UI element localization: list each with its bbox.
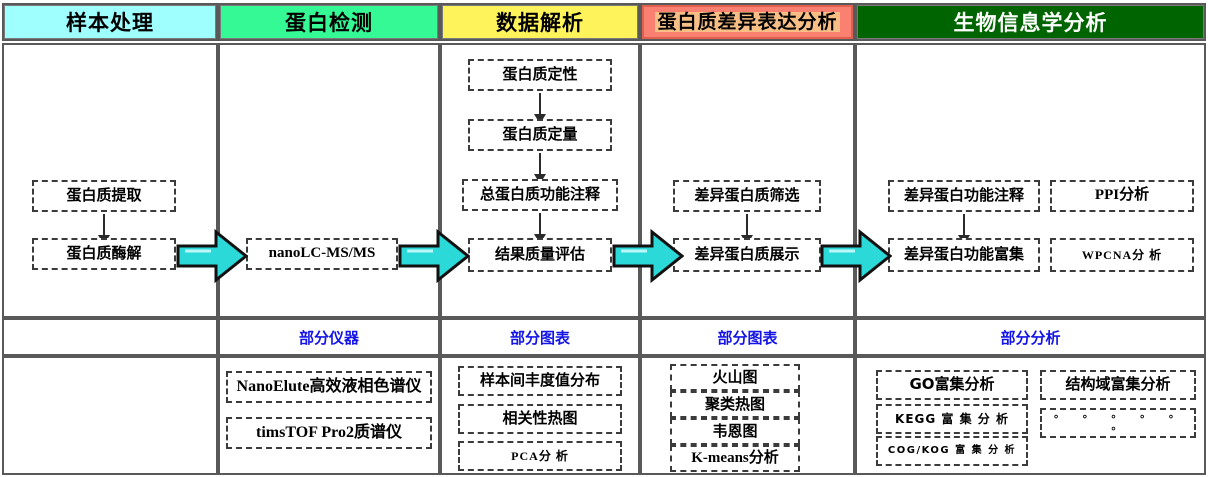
arrow-down-col3-1 <box>534 93 546 124</box>
node-protein-digestion[interactable]: 蛋白质酶解 <box>32 238 176 270</box>
arrow-down-col4-1 <box>741 214 753 245</box>
section-label-charts-data: 部分图表 <box>509 328 570 347</box>
bottom-item-correlation-heatmap[interactable]: 相关性热图 <box>458 404 622 434</box>
bottom-item-volcano-plot[interactable]: 火山图 <box>670 364 800 391</box>
block-arrow-2 <box>398 228 470 284</box>
column-frame-2-body <box>218 43 440 318</box>
column-frame-3-label <box>440 318 640 356</box>
arrow-down-col3-3 <box>534 213 546 244</box>
block-arrow-4 <box>820 228 892 284</box>
bottom-item-venn-diagram[interactable]: 韦恩图 <box>670 418 800 445</box>
node-ppi-analysis[interactable]: PPI分析 <box>1050 180 1194 212</box>
node-diff-protein-screening[interactable]: 差异蛋白质筛选 <box>673 180 821 212</box>
block-arrow-3 <box>612 228 684 284</box>
arrow-down-col3-2 <box>534 153 546 184</box>
header-bioinformatics: 生物信息学分析 <box>857 5 1204 39</box>
bottom-item-cluster-heatmap[interactable]: 聚类热图 <box>670 391 800 418</box>
header-protein-detection: 蛋白检测 <box>220 5 438 39</box>
bottom-item-kegg-enrichment[interactable]: KEGG 富 集 分 析 <box>876 404 1028 434</box>
block-arrow-1 <box>176 228 248 284</box>
header-label: 生物信息学分析 <box>953 11 1108 35</box>
header-label: 蛋白质差异表达分析 <box>655 10 840 33</box>
node-protein-qualitative[interactable]: 蛋白质定性 <box>468 59 612 91</box>
bottom-item-nanoelute[interactable]: NanoElute高效液相色谱仪 <box>226 371 432 403</box>
node-protein-quantitative[interactable]: 蛋白质定量 <box>468 119 612 151</box>
node-wpcna-analysis[interactable]: WPCNA分 析 <box>1050 238 1194 272</box>
header-sample-processing: 样本处理 <box>4 5 216 39</box>
header-data-analysis: 数据解析 <box>442 5 638 39</box>
bottom-item-go-enrichment[interactable]: GO富集分析 <box>876 370 1028 400</box>
node-diff-protein-display[interactable]: 差异蛋白质展示 <box>673 238 821 272</box>
bottom-item-cog-kog-enrichment[interactable]: COG/KOG 富 集 分 析 <box>876 436 1028 466</box>
header-label: 数据解析 <box>496 11 584 35</box>
column-frame-5-label <box>855 318 1206 356</box>
node-diff-protein-function-enrichment[interactable]: 差异蛋白功能富集 <box>888 238 1040 272</box>
column-frame-1-bottom <box>2 356 218 475</box>
column-frame-2-label <box>218 318 440 356</box>
bottom-item-more-dots: ∘ ∘ ∘ ∘ ∘ ∘ <box>1040 408 1196 438</box>
bottom-item-timstof[interactable]: timsTOF Pro2质谱仪 <box>226 417 432 449</box>
column-frame-1-label <box>2 318 218 356</box>
bottom-item-domain-enrichment[interactable]: 结构域富集分析 <box>1040 370 1196 400</box>
section-label-charts-diff: 部分图表 <box>717 328 778 347</box>
section-label-analyses: 部分分析 <box>1000 328 1061 347</box>
node-diff-protein-function-annotation[interactable]: 差异蛋白功能注释 <box>888 180 1040 212</box>
arrow-down-col5-1 <box>958 214 970 245</box>
node-protein-extraction[interactable]: 蛋白质提取 <box>32 180 176 212</box>
column-frame-4-label <box>640 318 855 356</box>
section-label-instruments: 部分仪器 <box>298 328 359 347</box>
arrow-down-col1-1 <box>98 214 110 245</box>
header-diff-expression: 蛋白质差异表达分析 <box>642 5 853 39</box>
node-result-quality-assessment[interactable]: 结果质量评估 <box>468 238 612 272</box>
bottom-item-pca-analysis[interactable]: PCA分 析 <box>458 441 622 471</box>
header-label: 蛋白检测 <box>285 11 373 35</box>
bottom-item-kmeans-analysis[interactable]: K-means分析 <box>670 445 800 472</box>
node-total-protein-annotation[interactable]: 总蛋白质功能注释 <box>462 179 618 211</box>
node-nanolc-msms[interactable]: nanoLC-MS/MS <box>246 238 398 270</box>
bottom-item-abundance-distribution[interactable]: 样本间丰度值分布 <box>458 366 622 396</box>
header-label: 样本处理 <box>66 11 154 35</box>
